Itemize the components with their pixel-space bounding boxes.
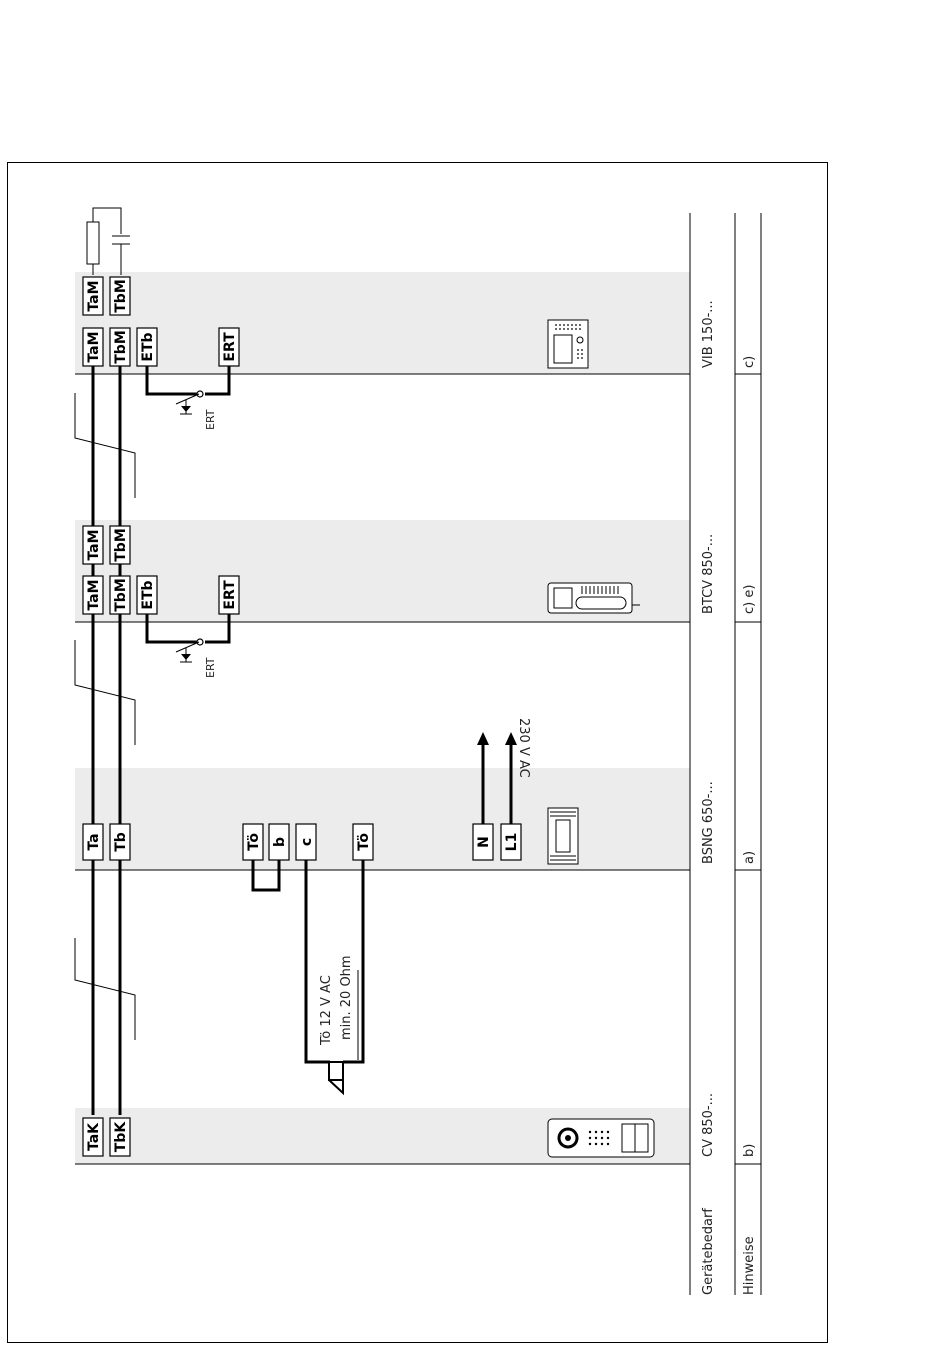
terminal-n: N — [473, 824, 493, 860]
terminal-tbm-vib: TbM — [110, 328, 130, 366]
arrow-n-icon — [477, 732, 489, 745]
svg-text:TbM: TbM — [113, 279, 129, 313]
door-opener-wedge — [329, 1080, 343, 1093]
svg-text:Tb: Tb — [113, 832, 129, 852]
svg-text:ERT: ERT — [222, 332, 238, 362]
band-bsng650 — [75, 768, 690, 870]
ert-label-1: ERT — [204, 657, 217, 678]
power-supply-icon — [548, 808, 578, 864]
door-opener-voltage-label: Tö 12 V AC — [319, 975, 334, 1046]
arrow-l1-icon — [505, 732, 517, 745]
terminal-to-2: Tö — [353, 824, 373, 860]
terminal-l1: L1 — [501, 824, 521, 860]
terminal-etb-vib: ETb — [137, 328, 157, 366]
svg-text:ETb: ETb — [140, 332, 156, 361]
svg-text:Tö: Tö — [246, 833, 262, 851]
terminal-c: c — [296, 824, 316, 860]
cable-marker-2 — [75, 640, 135, 745]
device-name-btcv850: BTCV 850-... — [701, 534, 716, 614]
svg-text:Ta: Ta — [86, 833, 102, 850]
terminal-tam-vib: TaM — [83, 328, 103, 366]
terminal-b: b — [269, 824, 289, 860]
terminal-tbm-btcv-out: TbM — [110, 526, 130, 564]
terminal-ert-btcv: ERT — [219, 576, 239, 614]
door-station-icon — [548, 1119, 654, 1157]
terminal-ta: Ta — [83, 824, 103, 860]
resistor-icon — [87, 222, 99, 264]
svg-text:TaM: TaM — [86, 280, 102, 311]
terminal-tam-btcv-out: TaM — [83, 526, 103, 564]
video-monitor-icon — [548, 320, 588, 368]
svg-text:TbM: TbM — [113, 528, 129, 562]
cable-marker-3 — [75, 393, 135, 498]
svg-text:c: c — [299, 838, 315, 846]
door-opener-resistance-label: min. 20 Ohm — [339, 955, 354, 1040]
svg-text:TaM: TaM — [86, 529, 102, 560]
svg-text:TbM: TbM — [113, 578, 129, 612]
svg-text:TbK: TbK — [113, 1121, 129, 1153]
terminal-tb: Tb — [110, 824, 130, 860]
svg-text:ETb: ETb — [140, 580, 156, 609]
note-btcv850: c) e) — [742, 585, 757, 614]
terminal-tam-vib-out: TaM — [83, 277, 103, 315]
terminal-tbk: TbK — [110, 1118, 130, 1156]
terminal-etb-btcv: ETb — [137, 576, 157, 614]
svg-text:TaK: TaK — [86, 1122, 102, 1151]
device-name-bsng650: BSNG 650-... — [701, 781, 716, 864]
ert-label-2: ERT — [204, 409, 217, 430]
switch-arrow-1-icon — [181, 654, 191, 660]
door-opener-icon — [329, 1062, 343, 1080]
cable-marker-1 — [75, 938, 135, 1040]
terminal-tam-btcv: TaM — [83, 576, 103, 614]
note-cv850: b) — [742, 1144, 757, 1157]
terminal-tbm-vib-out: TbM — [110, 277, 130, 315]
device-name-vib150: VIB 150-... — [701, 300, 716, 368]
svg-text:L1: L1 — [504, 833, 520, 852]
terminal-tbm-btcv: TbM — [110, 576, 130, 614]
row-label-notes: Hinweise — [742, 1236, 757, 1295]
svg-text:b: b — [272, 837, 288, 847]
svg-text:N: N — [476, 836, 492, 848]
mains-label: 230 V AC — [516, 718, 531, 778]
svg-text:Tö: Tö — [356, 833, 372, 851]
svg-text:TbM: TbM — [113, 330, 129, 364]
terminal-to-1: Tö — [243, 824, 263, 860]
device-name-cv850: CV 850-... — [701, 1093, 716, 1157]
terminal-tak: TaK — [83, 1118, 103, 1156]
svg-text:ERT: ERT — [222, 580, 238, 610]
row-label-devices: Gerätebedarf — [701, 1208, 716, 1295]
svg-text:TaM: TaM — [86, 579, 102, 610]
note-bsng650: a) — [742, 851, 757, 864]
svg-text:TaM: TaM — [86, 331, 102, 362]
note-vib150: c) — [742, 356, 757, 368]
terminal-ert-vib: ERT — [219, 328, 239, 366]
video-phone-icon — [548, 583, 640, 613]
band-vib150 — [75, 272, 690, 374]
switch-arrow-2-icon — [181, 406, 191, 412]
